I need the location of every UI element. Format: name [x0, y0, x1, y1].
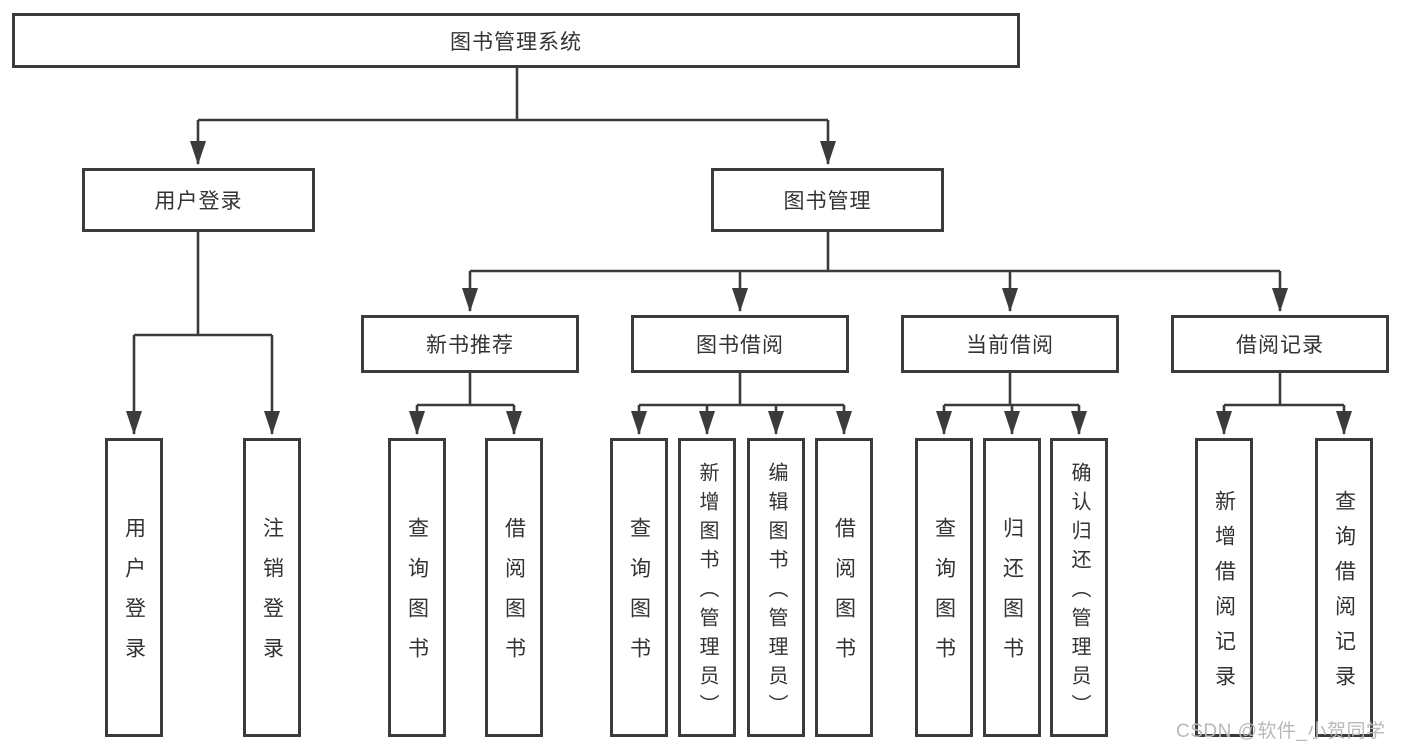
node-label: 图书管理 [783, 190, 872, 213]
leaf-add-borrow-record: 新增借阅记录 [1195, 438, 1253, 737]
node-label: 借阅图书 [832, 517, 856, 677]
node-label: 归还图书 [1000, 517, 1024, 677]
node-label: 查询图书 [932, 517, 956, 677]
node-label: 查询借阅记录 [1332, 489, 1356, 700]
node-label: 借阅图书 [502, 517, 526, 677]
node-user-login: 用户登录 [82, 168, 315, 232]
node-label: 编辑图书（管理员） [765, 461, 787, 723]
node-label: 当前借阅 [966, 334, 1054, 357]
node-label: 用户登录 [154, 190, 243, 213]
leaf-query-borrow-record: 查询借阅记录 [1315, 438, 1373, 737]
node-label: 新增图书（管理员） [696, 461, 718, 723]
node-label: 新书推荐 [426, 334, 514, 357]
node-label: 借阅记录 [1236, 334, 1324, 357]
node-new-book-recommendation: 新书推荐 [361, 315, 579, 373]
node-label: 图书借阅 [696, 334, 784, 357]
node-book-management: 图书管理 [711, 168, 944, 232]
node-label: 查询图书 [405, 517, 429, 677]
node-label: 新增借阅记录 [1212, 489, 1236, 700]
csdn-watermark: CSDN @软件_小贺同学 [1176, 721, 1386, 742]
node-label: 确认归还（管理员） [1068, 461, 1090, 723]
leaf-confirm-return-admin: 确认归还（管理员） [1050, 438, 1108, 737]
node-label: 用户登录 [122, 517, 146, 677]
node-borrowing-records: 借阅记录 [1171, 315, 1389, 373]
leaf-borrow-books-recommend: 借阅图书 [485, 438, 543, 737]
leaf-query-books-current: 查询图书 [915, 438, 973, 737]
leaf-borrow-books-borrowing: 借阅图书 [815, 438, 873, 737]
leaf-query-books-recommend: 查询图书 [388, 438, 446, 737]
node-label: 图书管理系统 [450, 30, 582, 54]
node-label: 注销登录 [260, 517, 284, 677]
leaf-edit-book-admin: 编辑图书（管理员） [747, 438, 805, 737]
node-book-borrowing: 图书借阅 [631, 315, 849, 373]
node-label: 查询图书 [627, 517, 651, 677]
leaf-add-book-admin: 新增图书（管理员） [678, 438, 736, 737]
node-current-borrowing: 当前借阅 [901, 315, 1119, 373]
node-library-management-system: 图书管理系统 [12, 13, 1020, 68]
leaf-user-login: 用户登录 [105, 438, 163, 737]
leaf-query-books-borrowing: 查询图书 [610, 438, 668, 737]
leaf-return-books: 归还图书 [983, 438, 1041, 737]
leaf-logout: 注销登录 [243, 438, 301, 737]
